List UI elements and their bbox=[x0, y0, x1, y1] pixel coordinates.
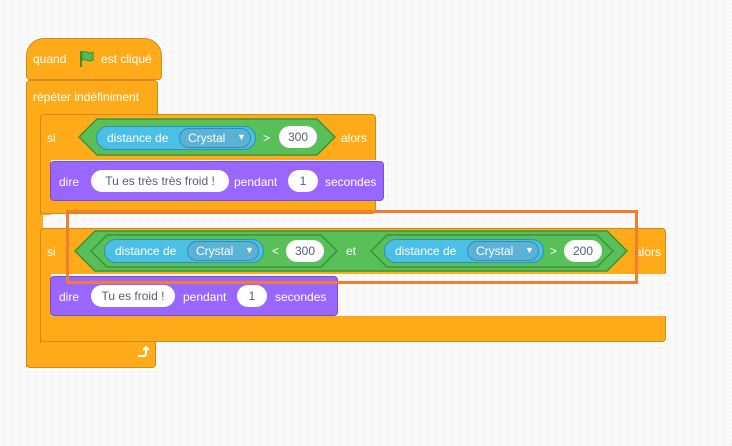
distance-label-1: distance de bbox=[107, 131, 169, 145]
say-for-secs-block-1[interactable]: dire Tu es très très froid ! pendant 1 s… bbox=[50, 161, 384, 201]
when-flag-clicked-block[interactable]: quand est cliqué bbox=[26, 38, 162, 80]
if-block-1-arm bbox=[40, 159, 51, 215]
secs-label-2: secondes bbox=[275, 290, 327, 304]
secs-input-1[interactable]: 1 bbox=[288, 170, 318, 192]
distance-to-sensor-2[interactable]: distance de Crystal ▼ bbox=[104, 239, 264, 263]
distance-label-2: distance de bbox=[115, 244, 177, 258]
message-input-2[interactable]: Tu es froid ! bbox=[91, 285, 175, 307]
target-value-1: Crystal bbox=[188, 131, 226, 145]
op-greater-1: > bbox=[263, 131, 271, 145]
hat-label-when: quand bbox=[33, 52, 67, 66]
value-input-300b[interactable]: 300 bbox=[286, 240, 324, 262]
value-input-200[interactable]: 200 bbox=[564, 240, 602, 262]
say-label-2: dire bbox=[59, 290, 80, 304]
value-input-300[interactable]: 300 bbox=[279, 126, 317, 148]
hat-label-clicked: est cliqué bbox=[101, 52, 152, 66]
op-less: < bbox=[272, 244, 280, 258]
forever-label: répéter indéfiniment bbox=[33, 90, 140, 104]
if1-then-label: alors bbox=[341, 131, 368, 145]
target-dropdown-1[interactable]: Crystal ▼ bbox=[179, 128, 251, 148]
forever-block[interactable]: répéter indéfiniment bbox=[26, 80, 158, 114]
distance-label-3: distance de bbox=[395, 244, 457, 258]
target-value-3: Crystal bbox=[476, 244, 514, 258]
chevron-down-icon: ▼ bbox=[525, 245, 534, 255]
distance-to-sensor-1[interactable]: distance de Crystal ▼ bbox=[96, 126, 256, 150]
chevron-down-icon: ▼ bbox=[237, 132, 246, 142]
loop-arrow-icon bbox=[135, 345, 150, 365]
if-block-2-arm bbox=[40, 273, 51, 343]
message-input-1[interactable]: Tu es très très froid ! bbox=[91, 170, 229, 192]
target-dropdown-2[interactable]: Crystal ▼ bbox=[187, 241, 259, 261]
secs-label-1: secondes bbox=[325, 175, 377, 189]
op-greater-2: > bbox=[550, 244, 558, 258]
distance-to-sensor-3[interactable]: distance de Crystal ▼ bbox=[384, 239, 544, 263]
if2-label: si bbox=[47, 245, 56, 259]
if-block-2-bottom[interactable] bbox=[40, 316, 666, 342]
target-dropdown-3[interactable]: Crystal ▼ bbox=[467, 241, 539, 261]
forever-arm bbox=[26, 113, 43, 367]
chevron-down-icon: ▼ bbox=[245, 245, 254, 255]
forever-bottom[interactable] bbox=[26, 340, 156, 368]
target-value-2: Crystal bbox=[196, 244, 234, 258]
and-label: et bbox=[346, 244, 357, 258]
green-flag-icon bbox=[77, 49, 97, 74]
if1-label: si bbox=[47, 131, 56, 145]
during-label-1: pendant bbox=[234, 175, 278, 189]
say-label-1: dire bbox=[59, 175, 80, 189]
secs-input-2[interactable]: 1 bbox=[237, 285, 267, 307]
if2-then-label: alors bbox=[635, 245, 662, 259]
during-label-2: pendant bbox=[183, 290, 227, 304]
highlight-box bbox=[66, 210, 638, 284]
